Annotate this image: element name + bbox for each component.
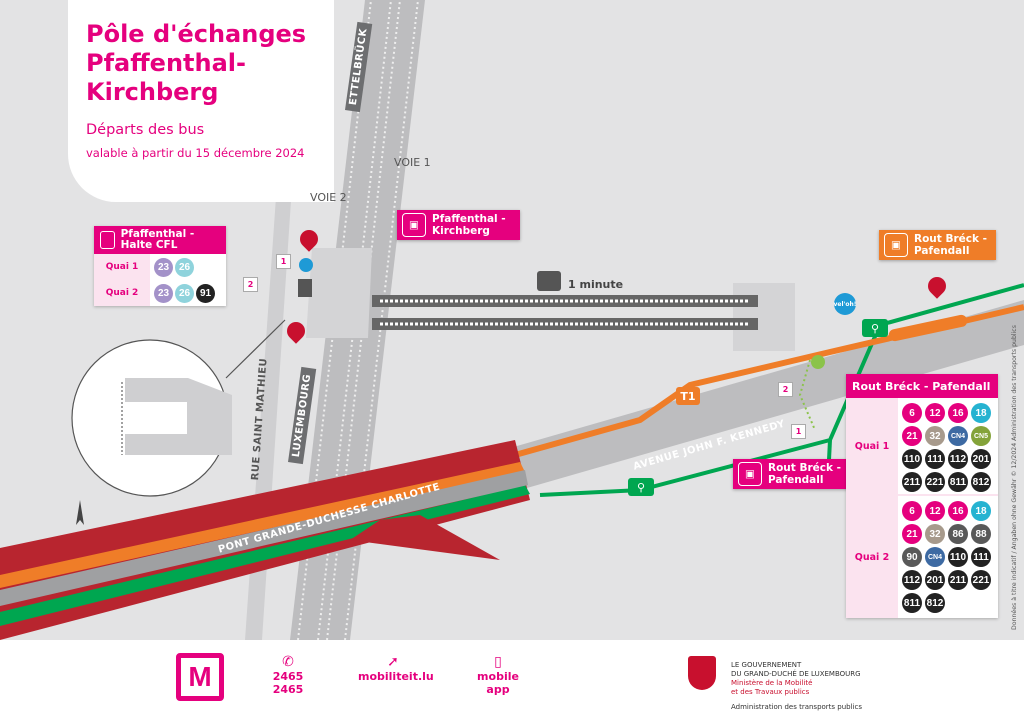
quai-marker-1: 1 — [276, 254, 291, 269]
line-badge-112: 112 — [948, 449, 968, 469]
website-link[interactable]: ➚ mobiliteit.lu — [358, 654, 434, 683]
line-badge-812: 812 — [925, 593, 945, 613]
line-badge-110: 110 — [902, 449, 922, 469]
mobiliteit-logo: M — [176, 653, 224, 701]
line-badge-12: 12 — [925, 501, 945, 521]
disclaimer: Données à titre indicatif / Angaben ohne… — [1011, 325, 1018, 630]
quai-label: Quai 1 — [94, 254, 150, 280]
quai-label: Quai 1 — [846, 398, 898, 494]
line-badge-26: 26 — [175, 283, 194, 303]
stop-tag-pfaffenthal-kirchberg: ▣ Pfaffenthal - Kirchberg — [397, 210, 520, 240]
road-avenue-kennedy — [510, 300, 1024, 490]
app-link[interactable]: ▯ mobile app — [466, 654, 530, 696]
lift-icon — [298, 279, 312, 297]
quai-label: Quai 2 — [846, 496, 898, 618]
stop-tag-rout-breck-bus: ▣ Rout Bréck - Pafendall — [733, 459, 850, 489]
veloh-small-icon — [299, 258, 313, 272]
line-badge-91: 91 — [196, 283, 215, 303]
bus-icon: ▣ — [738, 462, 762, 486]
pedestrian-icon — [811, 355, 825, 369]
phone-link[interactable]: ✆ 2465 2465 — [258, 654, 318, 696]
quai-marker-2: 2 — [778, 382, 793, 397]
line-badge-90: 90 — [902, 547, 922, 567]
validity-date: valable à partir du 15 décembre 2024 — [86, 146, 305, 160]
funicular-duration: 1 minute — [568, 278, 624, 291]
line-badge-221: 221 — [971, 570, 991, 590]
quai-marker-1: 1 — [791, 424, 806, 439]
line-badge-6: 6 — [902, 501, 922, 521]
line-badge-6: 6 — [902, 403, 922, 423]
funicular-upper-station — [733, 283, 795, 351]
line-badge-16: 16 — [948, 501, 968, 521]
line-badge-23: 23 — [154, 283, 173, 303]
station-platform — [306, 248, 372, 338]
line-badge-811: 811 — [902, 593, 922, 613]
line-badge-811: 811 — [948, 472, 968, 492]
line-badge-21: 21 — [902, 524, 922, 544]
line-badge-32: 32 — [925, 524, 945, 544]
bridge-pont-grande-duchesse-charlotte — [0, 440, 530, 640]
funicular-tracks — [372, 295, 758, 330]
line-badge-16: 16 — [948, 403, 968, 423]
line-badge-201: 201 — [925, 570, 945, 590]
funicular-icon — [537, 271, 561, 291]
north-arrow-icon — [76, 500, 84, 525]
quai-marker-2: 2 — [243, 277, 258, 292]
stop-panel-header: Pfaffenthal - Halte CFL — [94, 226, 226, 254]
line-badge-23: 23 — [154, 257, 173, 277]
line-badge-110: 110 — [948, 547, 968, 567]
government-logo-text: LE GOUVERNEMENT DU GRAND-DUCHÉ DE LUXEMB… — [731, 661, 862, 711]
line-badge-CN5: CN5 — [971, 426, 991, 446]
map-background — [0, 0, 1024, 640]
page-title: Pôle d'échanges Pfaffenthal-Kirchberg — [86, 20, 307, 106]
bike-icon: ⚲ — [628, 478, 654, 496]
tram-line-t1 — [514, 304, 1024, 458]
line-badge-88: 88 — [971, 524, 991, 544]
line-badge-18: 18 — [971, 501, 991, 521]
phone-icon: ✆ — [282, 654, 294, 670]
track-label-voie1: VOIE 1 — [394, 156, 431, 169]
line-badge-18: 18 — [971, 403, 991, 423]
line-badge-111: 111 — [971, 547, 991, 567]
stop-tag-rout-breck-tram: ▣ Rout Bréck - Pafendall — [879, 230, 996, 260]
line-badge-CN4: CN4 — [925, 547, 945, 567]
track-label-voie2: VOIE 2 — [310, 191, 347, 204]
line-badge-221: 221 — [925, 472, 945, 492]
bike-icon: ⚲ — [862, 319, 888, 337]
line-badge-12: 12 — [925, 403, 945, 423]
station-inset-diagram — [71, 319, 286, 497]
stop-panel-header: Rout Bréck - Pafendall — [846, 374, 998, 398]
line-badge-211: 211 — [948, 570, 968, 590]
line-badge-21: 21 — [902, 426, 922, 446]
train-icon: ▣ — [402, 213, 426, 237]
tram-icon: ▣ — [884, 233, 908, 257]
mobile-icon: ▯ — [494, 654, 502, 670]
line-badge-CN4: CN4 — [948, 426, 968, 446]
footer: M ✆ 2465 2465 ➚ mobiliteit.lu ▯ mobile a… — [0, 640, 1024, 723]
tram-line-t1-badge: T1 — [676, 387, 700, 405]
line-badge-32: 32 — [925, 426, 945, 446]
line-badge-812: 812 — [971, 472, 991, 492]
line-badge-201: 201 — [971, 449, 991, 469]
veloh-icon: vel'oh! — [834, 293, 857, 315]
line-badge-86: 86 — [948, 524, 968, 544]
stop-name: Pfaffenthal - Halte CFL — [120, 228, 195, 251]
title-card — [68, 0, 334, 202]
luxembourg-lion-logo — [688, 656, 716, 690]
line-badge-111: 111 — [925, 449, 945, 469]
page-subtitle: Départs des bus — [86, 122, 205, 138]
quai-label: Quai 2 — [94, 280, 150, 306]
bus-icon — [100, 231, 115, 249]
line-badge-211: 211 — [902, 472, 922, 492]
line-badge-112: 112 — [902, 570, 922, 590]
line-badge-26: 26 — [175, 257, 194, 277]
cursor-icon: ➚ — [387, 654, 399, 670]
